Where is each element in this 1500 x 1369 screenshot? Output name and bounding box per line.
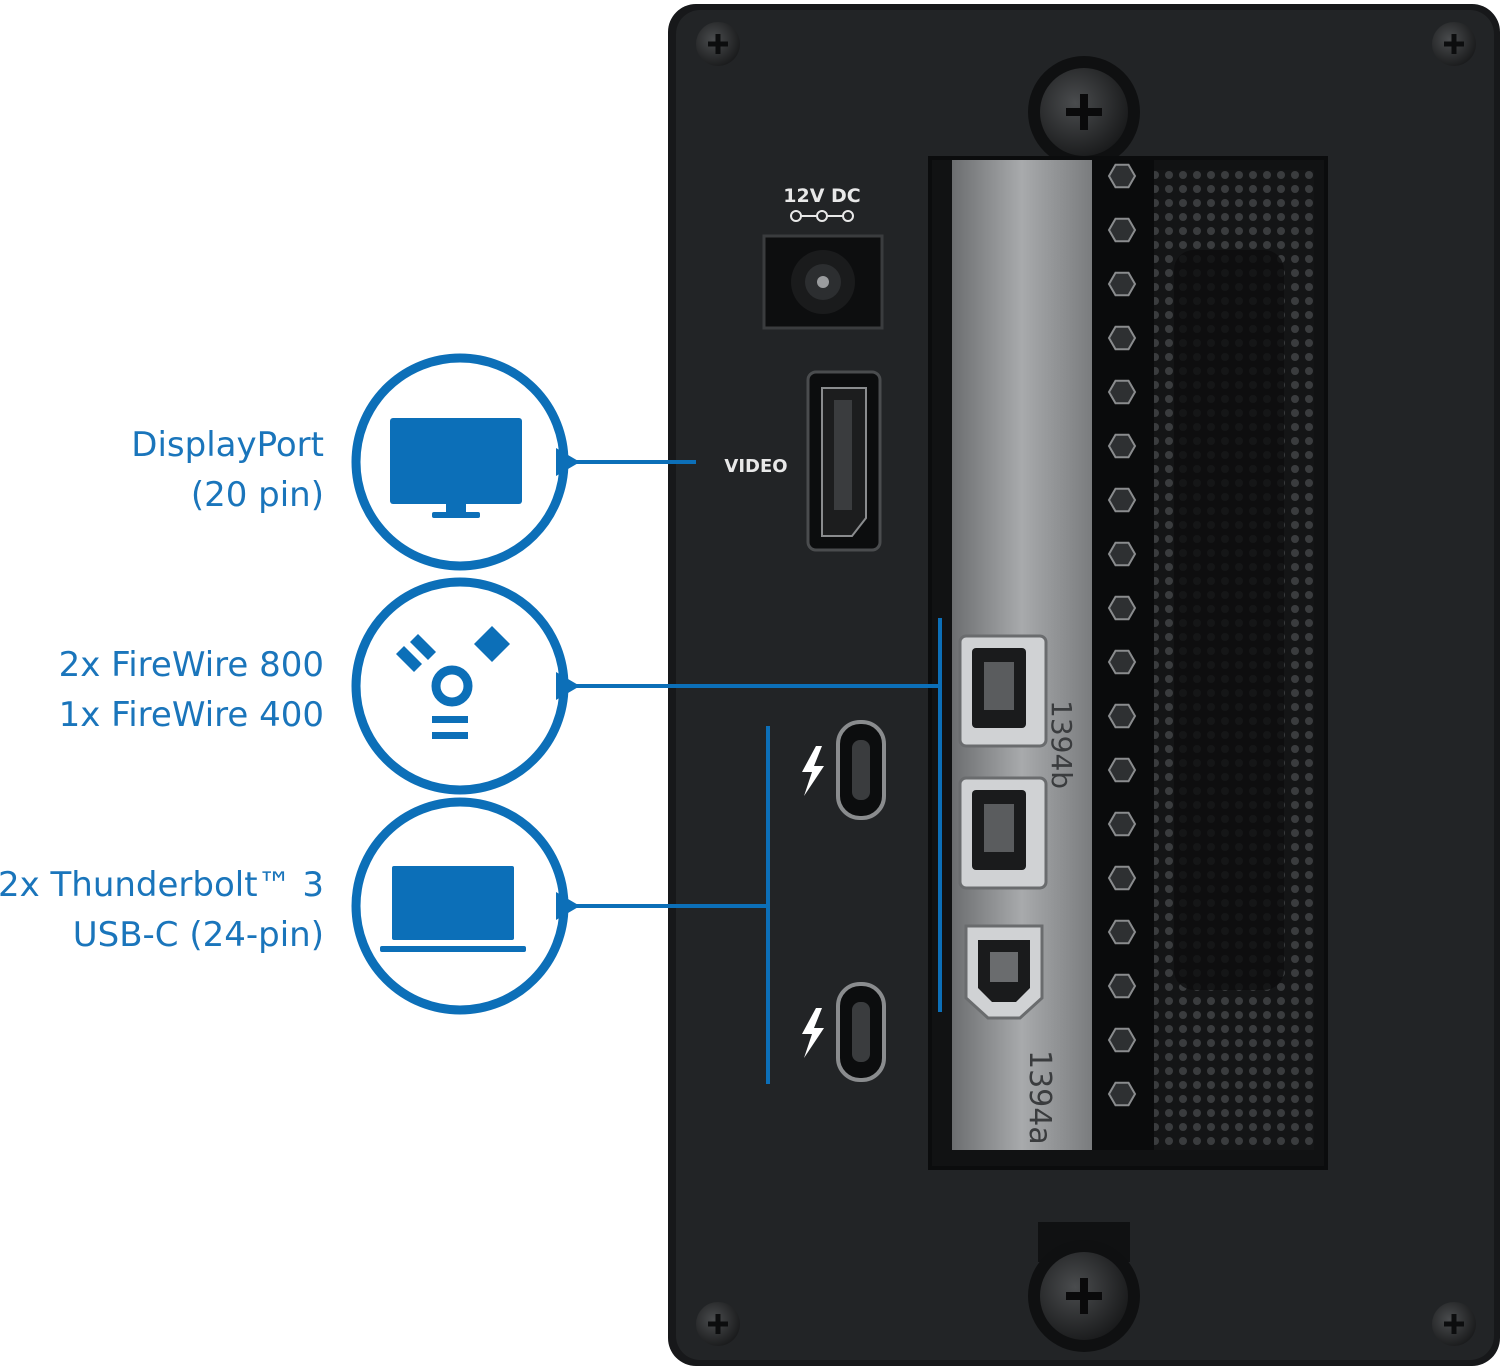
laptop-icon: [380, 866, 526, 952]
monitor-icon: [390, 418, 522, 518]
vent-hole: [1107, 1027, 1137, 1053]
power-label: 12V DC: [783, 185, 860, 207]
video-label: VIDEO: [724, 456, 787, 477]
corner-screw-icon: [696, 1302, 740, 1346]
callout-line: 1x FireWire 400: [58, 695, 324, 735]
vent-hole: [1107, 271, 1137, 297]
polarity-symbol-icon: [790, 210, 854, 222]
callout-line: DisplayPort: [131, 425, 324, 465]
firewire-800-port-icon: [958, 634, 1048, 748]
card-text-1394a: 1394a: [1022, 1050, 1057, 1145]
callout-connector-lines: [572, 460, 942, 1084]
callout-line: 2x Thunderbolt™ 3: [0, 865, 324, 905]
vent-hole: [1107, 865, 1137, 891]
callout-label-thunderbolt: 2x Thunderbolt™ 3 USB-C (24-pin): [0, 860, 324, 960]
vent-hole: [1107, 811, 1137, 837]
firewire-logo-icon: [396, 626, 510, 739]
firewire-800-port-icon: [958, 776, 1048, 890]
vent-hole: [1107, 757, 1137, 783]
vent-hole: [1107, 595, 1137, 621]
device-back-panel: 12V DC VIDEO: [668, 4, 1500, 1366]
vent-hole: [1107, 379, 1137, 405]
vent-hole: [1107, 703, 1137, 729]
corner-screw-icon: [696, 22, 740, 66]
callout-circle-displayport: [351, 353, 580, 571]
thumbscrew-bottom-icon: [1028, 1222, 1140, 1352]
displayport-connector-icon: [806, 370, 882, 552]
callout-line: 2x FireWire 800: [58, 645, 324, 685]
vent-hole: [1107, 433, 1137, 459]
card-text-1394b: 1394b: [1045, 700, 1078, 789]
vent-hole: [1107, 973, 1137, 999]
vent-hole: [1107, 163, 1137, 189]
thunderbolt-port-icon: [836, 982, 886, 1082]
power-jack-icon: [762, 234, 884, 330]
callout-circle-firewire: [351, 577, 580, 795]
callout-label-displayport: DisplayPort (20 pin): [131, 420, 324, 520]
thunderbolt-bolt-icon: [802, 746, 824, 796]
vent-hole: [1107, 919, 1137, 945]
callout-line: (20 pin): [190, 475, 324, 515]
bracket-vent-holes: [1107, 163, 1137, 1107]
vent-hole: [1107, 1081, 1137, 1107]
thunderbolt-port-icon: [836, 720, 886, 820]
thunderbolt-bolt-icon: [802, 1008, 824, 1058]
callout-line: USB-C (24-pin): [72, 915, 324, 955]
callout-label-firewire: 2x FireWire 800 1x FireWire 400: [59, 640, 324, 740]
corner-screw-icon: [1432, 1302, 1476, 1346]
vent-hole: [1107, 487, 1137, 513]
firewire-400-port-icon: [964, 924, 1044, 1020]
vent-hole: [1107, 649, 1137, 675]
callout-circle-thunderbolt: [351, 797, 580, 1015]
vent-hole: [1107, 541, 1137, 567]
thumbscrew-top-icon: [1028, 56, 1140, 168]
vent-hole: [1107, 325, 1137, 351]
corner-screw-icon: [1432, 22, 1476, 66]
vent-hole: [1107, 217, 1137, 243]
